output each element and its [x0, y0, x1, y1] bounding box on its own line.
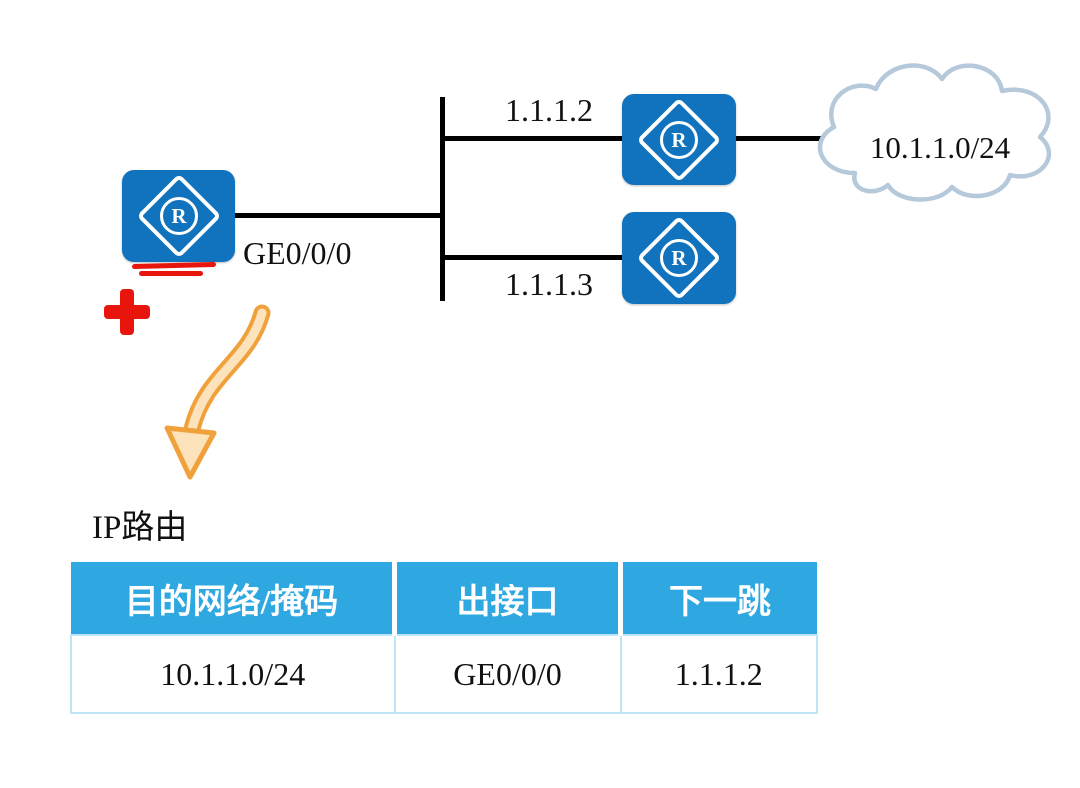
cell-next-hop: 1.1.1.2: [619, 634, 818, 714]
cell-out-interface: GE0/0/0: [393, 634, 622, 714]
link-top-router-to-cloud: [734, 136, 827, 141]
bus-segment-line: [440, 97, 445, 301]
bottom-router-ip-label: 1.1.1.3: [505, 266, 593, 302]
routing-table-title: IP路由: [92, 510, 188, 546]
router-icon: R: [636, 215, 722, 301]
red-underline-mark: [131, 261, 217, 270]
router-icon: R: [636, 97, 722, 182]
red-underline-mark: [139, 271, 203, 276]
left-router-interface-label: GE0/0/0: [243, 235, 352, 271]
table-header-row: 目的网络/掩码 出接口 下一跳: [71, 562, 817, 635]
ip-routing-table: 目的网络/掩码 出接口 下一跳 10.1.1.0/24 GE0/0/0 1.1.…: [70, 562, 818, 714]
link-left-router-to-bus: [234, 213, 443, 218]
red-cross-icon: [104, 289, 150, 335]
cell-destination: 10.1.1.0/24: [70, 634, 396, 714]
router-icon: R: [136, 173, 221, 259]
router-icon-letter: R: [660, 239, 698, 277]
link-bus-to-top-router: [444, 136, 625, 141]
router-icon-letter: R: [159, 197, 198, 235]
router-top: R: [622, 94, 736, 185]
table-row: 10.1.1.0/24 GE0/0/0 1.1.1.2: [70, 634, 818, 714]
link-bus-to-bottom-router: [444, 255, 625, 260]
col-header-next-hop: 下一跳: [620, 562, 817, 635]
router-icon-letter: R: [660, 120, 698, 159]
top-router-ip-label: 1.1.1.2: [505, 92, 593, 128]
col-header-destination: 目的网络/掩码: [71, 562, 397, 635]
curved-arrow-icon: [164, 304, 271, 480]
router-bottom: R: [622, 212, 736, 304]
router-left: R: [122, 170, 235, 262]
network-cloud-icon: [817, 63, 1052, 202]
cloud-network-label: 10.1.1.0/24: [869, 130, 1011, 165]
col-header-out-interface: 出接口: [394, 562, 623, 635]
